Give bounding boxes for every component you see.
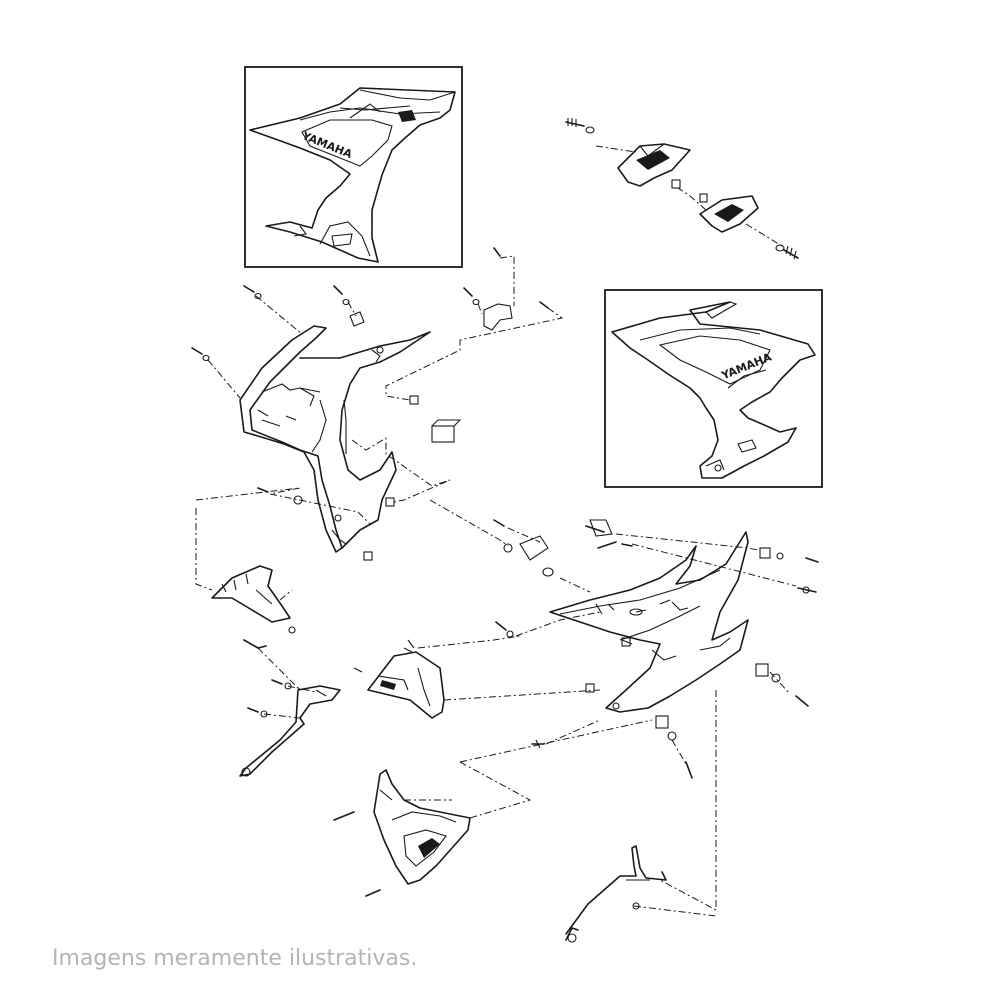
disclaimer-caption: Imagens meramente ilustrativas.: [52, 946, 418, 971]
lower-right-stay-bracket: [565, 845, 667, 943]
air-duct-panel: [353, 639, 445, 719]
front-fairing-cowl: [239, 325, 431, 561]
right-lower-side-cowl: [549, 531, 749, 713]
left-inner-brackets: [211, 565, 341, 777]
assembly-leader-lines: [195, 145, 797, 917]
inset-left-side-cowl: YAMAHA: [244, 66, 463, 268]
upper-right-mount-brackets: [565, 118, 799, 260]
inset-right-side-cowl: YAMAHA: [604, 289, 823, 488]
bolt-set-upper: [191, 247, 554, 577]
under-cowl: [333, 769, 471, 897]
bolt-set-right: [495, 519, 819, 779]
